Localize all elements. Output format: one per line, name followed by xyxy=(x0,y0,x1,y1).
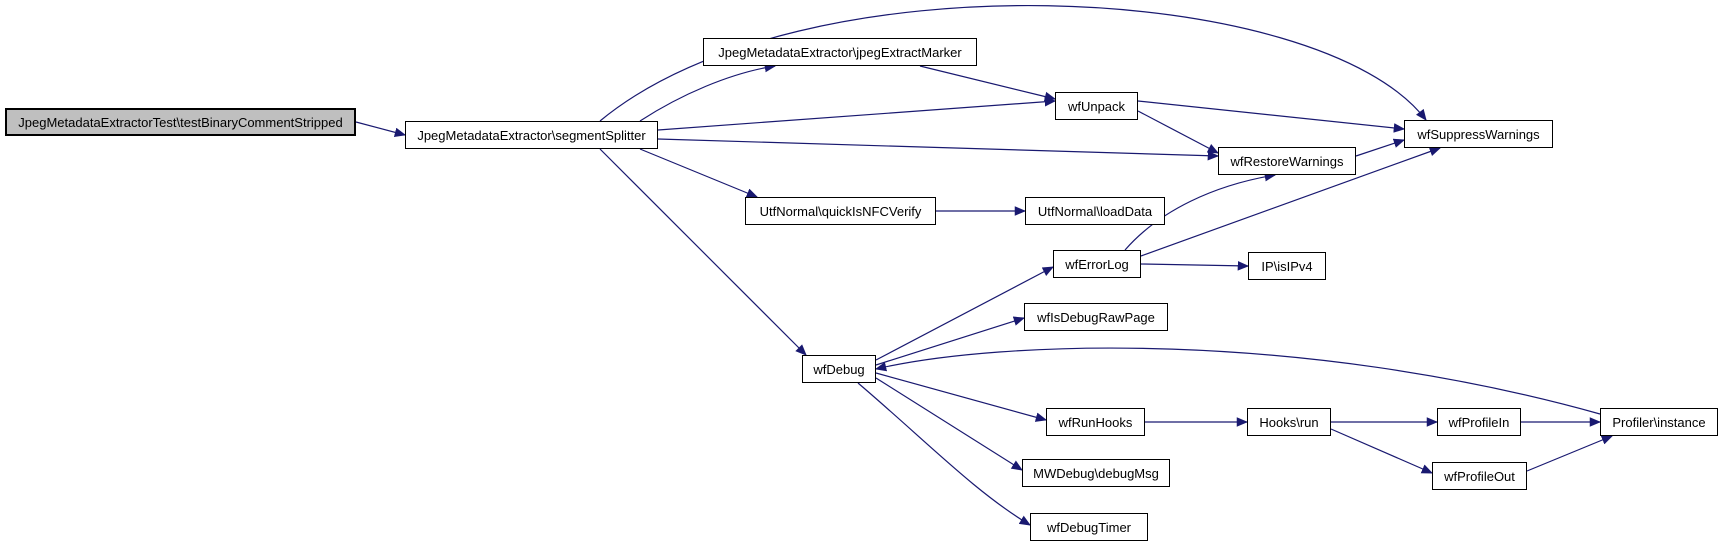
node-wfErrorLog[interactable]: wfErrorLog xyxy=(1053,250,1141,278)
node-wfProfileIn[interactable]: wfProfileIn xyxy=(1437,408,1521,436)
edge-segmentSplitter-quickIsNFCVerify xyxy=(639,148,759,198)
node-wfUnpack[interactable]: wfUnpack xyxy=(1055,92,1138,120)
node-testBinaryCommentStripped[interactable]: JpegMetadataExtractorTest\testBinaryComm… xyxy=(5,108,356,136)
node-segmentSplitter[interactable]: JpegMetadataExtractor\segmentSplitter xyxy=(405,121,658,149)
edge-testBinaryCommentStripped-segmentSplitter xyxy=(355,121,407,137)
node-loadData[interactable]: UtfNormal\loadData xyxy=(1025,197,1165,225)
edge-wfRestoreWarnings-wfSuppressWarnings xyxy=(1355,138,1406,157)
edge-segmentSplitter-wfUnpack xyxy=(657,96,1057,131)
node-wfRestoreWarnings[interactable]: wfRestoreWarnings xyxy=(1218,147,1356,175)
node-wfDebugTimer[interactable]: wfDebugTimer xyxy=(1030,513,1148,541)
edge-wfErrorLog-isIPv4 xyxy=(1140,261,1250,271)
edge-wfDebug-wfIsDebugRawPage xyxy=(875,316,1026,366)
node-wfDebug[interactable]: wfDebug xyxy=(802,355,876,383)
edge-wfUnpack-wfRestoreWarnings xyxy=(1137,110,1220,154)
node-wfSuppressWarnings[interactable]: wfSuppressWarnings xyxy=(1404,120,1553,148)
node-jpegExtractMarker[interactable]: JpegMetadataExtractor\jpegExtractMarker xyxy=(703,38,977,66)
edge-wfErrorLog-wfSuppressWarnings xyxy=(1140,146,1442,257)
edge-wfProfileOut-profilerInstance xyxy=(1526,435,1614,472)
edge-profilerInstance-wfDebug xyxy=(874,347,1601,415)
node-wfIsDebugRawPage[interactable]: wfIsDebugRawPage xyxy=(1024,303,1168,331)
edge-wfDebug-wfDebugTimer xyxy=(857,382,1031,526)
edge-wfDebug-wfErrorLog xyxy=(875,266,1055,361)
edge-segmentSplitter-wfRestoreWarnings xyxy=(657,138,1220,161)
node-profilerInstance[interactable]: Profiler\instance xyxy=(1600,408,1718,436)
node-quickIsNFCVerify[interactable]: UtfNormal\quickIsNFCVerify xyxy=(745,197,936,225)
edge-wfUnpack-wfSuppressWarnings xyxy=(1137,100,1406,133)
edge-segmentSplitter-jpegExtractMarker xyxy=(639,62,777,122)
node-debugMsg[interactable]: MWDebug\debugMsg xyxy=(1022,459,1170,487)
node-wfRunHooks[interactable]: wfRunHooks xyxy=(1046,408,1145,436)
node-hooksRun[interactable]: Hooks\run xyxy=(1247,408,1331,436)
edge-wfDebug-debugMsg xyxy=(875,377,1023,471)
edge-jpegExtractMarker-wfUnpack xyxy=(919,65,1057,102)
node-wfProfileOut[interactable]: wfProfileOut xyxy=(1432,462,1527,490)
node-isIPv4[interactable]: IP\isIPv4 xyxy=(1248,252,1326,280)
edge-hooksRun-wfProfileOut xyxy=(1330,428,1434,474)
edge-wfDebug-wfRunHooks xyxy=(875,372,1048,422)
edge-segmentSplitter-wfDebug xyxy=(599,148,807,356)
edge-wfErrorLog-wfRestoreWarnings xyxy=(1124,171,1277,251)
